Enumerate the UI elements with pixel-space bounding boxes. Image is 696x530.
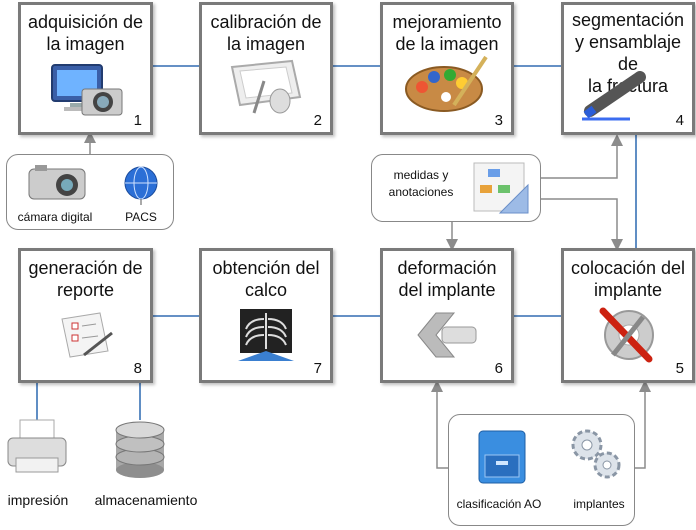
step-title: deformación del implante: [397, 258, 497, 300]
print-label: impresión: [7, 492, 69, 508]
step-number: 5: [675, 360, 684, 377]
pacs-label: PACS: [125, 210, 157, 224]
step-number: 1: [133, 112, 142, 129]
report-pen-icon: [54, 311, 118, 366]
file-cabinet-icon: [477, 429, 527, 490]
implant-library-panel: clasificación AO implantes: [448, 414, 635, 526]
flowchart-ruler-icon: [470, 161, 532, 222]
step-box-7[interactable]: obtención del calco 7: [199, 248, 333, 383]
storage-label: almacenamiento: [94, 492, 198, 508]
implant-shape-icon: [414, 307, 480, 368]
step-number: 6: [494, 360, 503, 377]
xray-ribcage-icon: [234, 307, 298, 368]
step-number: 8: [133, 360, 142, 377]
marker-pen-icon: [580, 71, 650, 126]
step-box-1[interactable]: adquisición de la imagen 1: [18, 2, 153, 135]
step-number: 4: [675, 112, 684, 129]
step-box-6[interactable]: deformación del implante 6: [380, 248, 514, 383]
gear-tools-icon: [593, 303, 663, 370]
step-box-2[interactable]: calibración de la imagen 2: [199, 2, 333, 135]
measures-label: medidas y anotaciones: [388, 168, 454, 199]
step-number: 2: [313, 112, 322, 129]
step-box-3[interactable]: mejoramiento de la imagen 3: [380, 2, 514, 135]
globe-network-icon: [123, 165, 159, 210]
image-sources-panel: cámara digital PACS: [6, 154, 174, 230]
implants-label: implantes: [573, 497, 625, 511]
ao-classification-label: clasificación AO: [456, 497, 542, 511]
tablet-mouse-icon: [226, 57, 306, 122]
flow-links: [36, 65, 637, 420]
database-icon: [112, 420, 168, 485]
camera-label: cámara digital: [17, 210, 93, 224]
step-title: segmentación y ensamblaje de la fractura: [571, 10, 685, 96]
step-title: calibración de la imagen: [210, 12, 322, 54]
paint-palette-icon: [402, 53, 492, 120]
step-title: obtención del calco: [212, 258, 320, 300]
step-title: colocación del implante: [570, 258, 686, 300]
measures-panel: medidas y anotaciones: [371, 154, 541, 222]
digital-camera-icon: [27, 163, 89, 208]
step-box-4[interactable]: segmentación y ensamblaje de la fractura…: [561, 2, 695, 135]
gears-icon: [567, 425, 625, 488]
step-number: 7: [313, 360, 322, 377]
step-title: mejoramiento de la imagen: [392, 12, 502, 54]
step-title: generación de reporte: [28, 258, 143, 300]
step-title: adquisición de la imagen: [27, 12, 144, 54]
step-number: 3: [494, 112, 503, 129]
printer-icon: [6, 418, 68, 483]
step-box-8[interactable]: generación de reporte 8: [18, 248, 153, 383]
monitor-camera-icon: [48, 61, 124, 122]
step-box-5[interactable]: colocación del implante 5: [561, 248, 695, 383]
